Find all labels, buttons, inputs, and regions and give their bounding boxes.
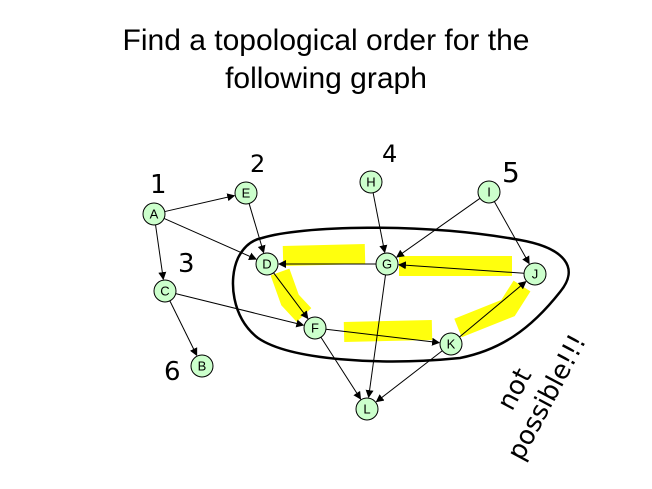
- node-c: C: [153, 279, 177, 303]
- order-number-2: 2: [250, 150, 265, 178]
- node-a: A: [142, 202, 166, 226]
- cycle-loop: [231, 226, 570, 363]
- node-circle: [359, 170, 383, 194]
- node-d: D: [255, 252, 279, 276]
- slide-title: Find a topological order for the followi…: [0, 22, 652, 98]
- node-circle: [303, 316, 327, 340]
- order-number-1: 1: [150, 170, 167, 200]
- node-b: B: [190, 354, 214, 378]
- node-label: E: [242, 186, 251, 201]
- edge-d-to-f: [273, 272, 309, 320]
- node-label: K: [447, 337, 456, 352]
- node-g: G: [375, 252, 399, 276]
- node-circle: [355, 397, 379, 421]
- node-j: J: [523, 262, 547, 286]
- edge-k-to-l: [375, 350, 443, 403]
- order-number-5: 5: [502, 156, 520, 189]
- title-line-1: Find a topological order for the: [122, 24, 530, 57]
- node-label: B: [198, 359, 207, 374]
- node-label: C: [160, 284, 169, 299]
- edge-i-to-j: [493, 201, 530, 265]
- edge-i-to-g: [395, 197, 481, 258]
- node-e: E: [234, 181, 258, 205]
- edge-c-to-f: [175, 293, 305, 328]
- node-label: L: [363, 402, 370, 417]
- highlight-g-to-d: [282, 244, 366, 266]
- node-circle: [142, 202, 166, 226]
- edge-a-to-d: [163, 217, 257, 260]
- edge-j-to-g: [397, 261, 525, 274]
- node-circle: [190, 354, 214, 378]
- edge-h-to-g: [372, 192, 388, 254]
- edges: [155, 192, 530, 403]
- title-line-2: following graph: [225, 62, 427, 95]
- node-label: I: [487, 185, 491, 200]
- edge-a-to-e: [164, 193, 236, 213]
- order-number-3: 3: [178, 249, 195, 279]
- node-k: K: [439, 332, 463, 356]
- edge-f-to-l: [320, 336, 362, 400]
- highlight-k-to-j: [454, 280, 531, 338]
- node-label: F: [311, 321, 319, 336]
- node-circle: [234, 181, 258, 205]
- node-circle: [477, 180, 501, 204]
- node-label: G: [382, 257, 392, 272]
- nodes: A B C D E F G H I J K L: [142, 170, 547, 421]
- node-f: F: [303, 316, 327, 340]
- node-label: J: [532, 267, 539, 282]
- highlight-f-to-k: [343, 320, 433, 342]
- node-circle: [439, 332, 463, 356]
- edge-a-to-c: [155, 224, 167, 281]
- edge-c-to-b: [169, 300, 198, 357]
- node-label: H: [366, 175, 375, 190]
- node-l: L: [355, 397, 379, 421]
- not-possible-note: not possible!!!: [492, 330, 593, 466]
- edge-k-to-j: [459, 281, 527, 338]
- node-circle: [255, 252, 279, 276]
- highlight-d-to-f: [270, 268, 312, 322]
- node-circle: [523, 262, 547, 286]
- edge-g-to-l: [365, 274, 386, 399]
- node-label: A: [150, 207, 159, 222]
- node-label: D: [262, 257, 271, 272]
- order-number-4: 4: [382, 140, 397, 168]
- node-h: H: [359, 170, 383, 194]
- edge-f-to-k: [325, 328, 441, 346]
- edge-e-to-d: [248, 203, 266, 254]
- node-i: I: [477, 180, 501, 204]
- order-numbers: 1 2 3 4 5 6: [150, 140, 520, 387]
- node-circle: [153, 279, 177, 303]
- order-number-6: 6: [164, 357, 181, 387]
- node-circle: [375, 252, 399, 276]
